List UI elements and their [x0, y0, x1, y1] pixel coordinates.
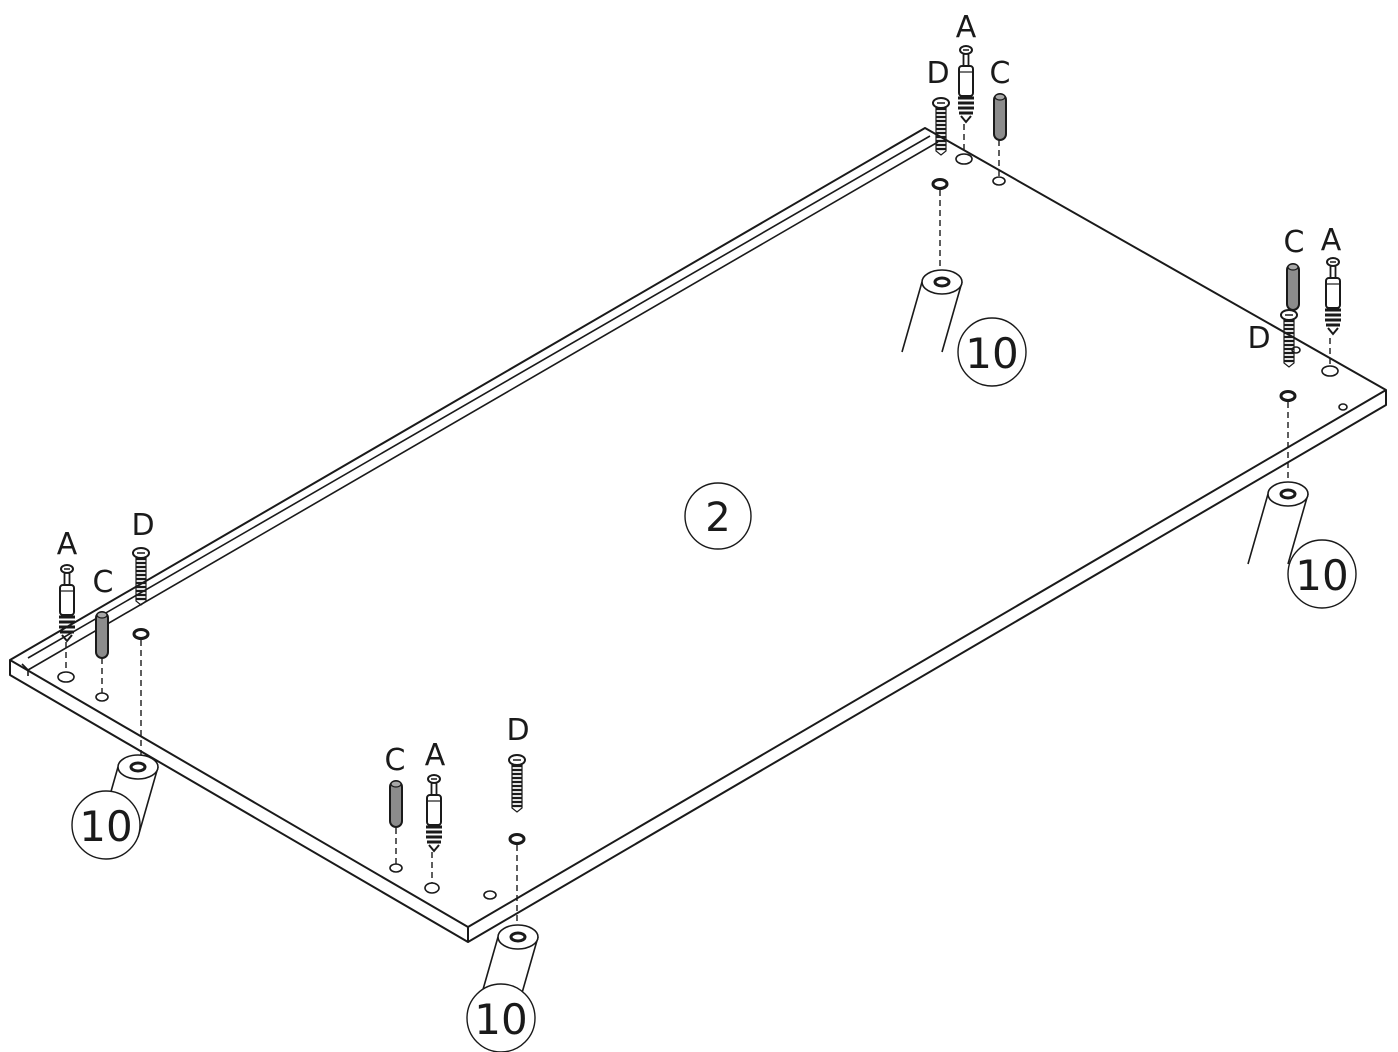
dowel-label: C — [385, 743, 406, 778]
dowel-label: C — [93, 565, 114, 600]
leg-part-number: 10 — [965, 329, 1018, 378]
cam-bolt-icon — [956, 44, 976, 124]
guide-lines — [65, 124, 1331, 930]
screw-label: D — [926, 56, 949, 91]
leg-part-number: 10 — [474, 995, 527, 1044]
screw-label: D — [506, 713, 529, 748]
cam-bolt-label: A — [57, 527, 78, 562]
cam-bolt-label: A — [956, 10, 977, 45]
callout-circles — [71, 317, 1357, 1052]
cam-bolt-icon — [1323, 256, 1343, 336]
cam-bolt-label: A — [1321, 223, 1342, 258]
dowel-icon — [993, 93, 1007, 141]
screw-label: D — [1247, 321, 1270, 356]
dowel-label: C — [1284, 225, 1305, 260]
panel-number: 2 — [705, 495, 730, 541]
dowel-icon — [95, 611, 109, 659]
leg-part-number: 10 — [1295, 551, 1348, 600]
cam-bolt-label: A — [425, 738, 446, 773]
panel-number-circle — [684, 482, 752, 550]
leg-part-number: 10 — [79, 802, 132, 851]
dowel-icon — [389, 780, 403, 828]
dowel-label: C — [990, 56, 1011, 91]
dowel-icon — [1286, 263, 1300, 311]
screw-label: D — [131, 508, 154, 543]
